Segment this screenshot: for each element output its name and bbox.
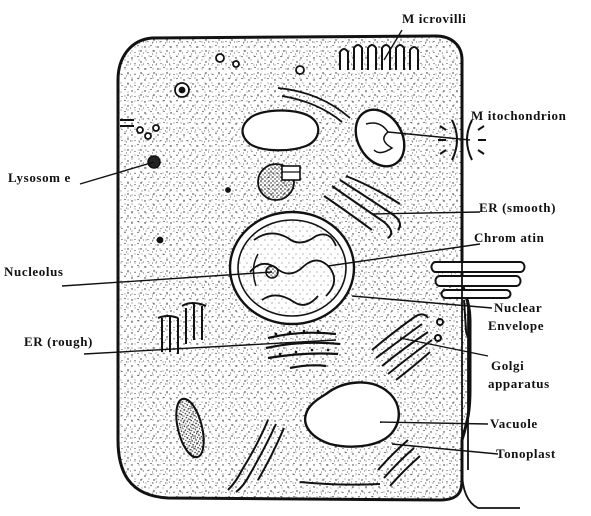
nucleus	[230, 212, 354, 324]
label-microvilli: M icrovilli	[402, 11, 466, 27]
label-er-rough: ER (rough)	[24, 334, 93, 350]
label-tonoplast: Tonoplast	[496, 446, 556, 462]
label-mitochondrion: M itochondrion	[471, 108, 566, 124]
label-vacuole: Vacuole	[490, 416, 538, 432]
label-golgi-line2: apparatus	[488, 376, 550, 392]
label-chromatin: Chrom atin	[474, 230, 544, 246]
label-nucleolus: Nucleolus	[4, 264, 64, 280]
label-er-smooth: ER (smooth)	[479, 200, 556, 216]
upper-vacuole	[243, 111, 319, 151]
label-golgi-line1: Golgi	[491, 358, 524, 374]
label-lysosome: Lysosom e	[8, 170, 71, 186]
label-nuclear-envelope-line2: Envelope	[488, 318, 544, 334]
label-nuclear-envelope-line1: Nuclear	[494, 300, 542, 316]
